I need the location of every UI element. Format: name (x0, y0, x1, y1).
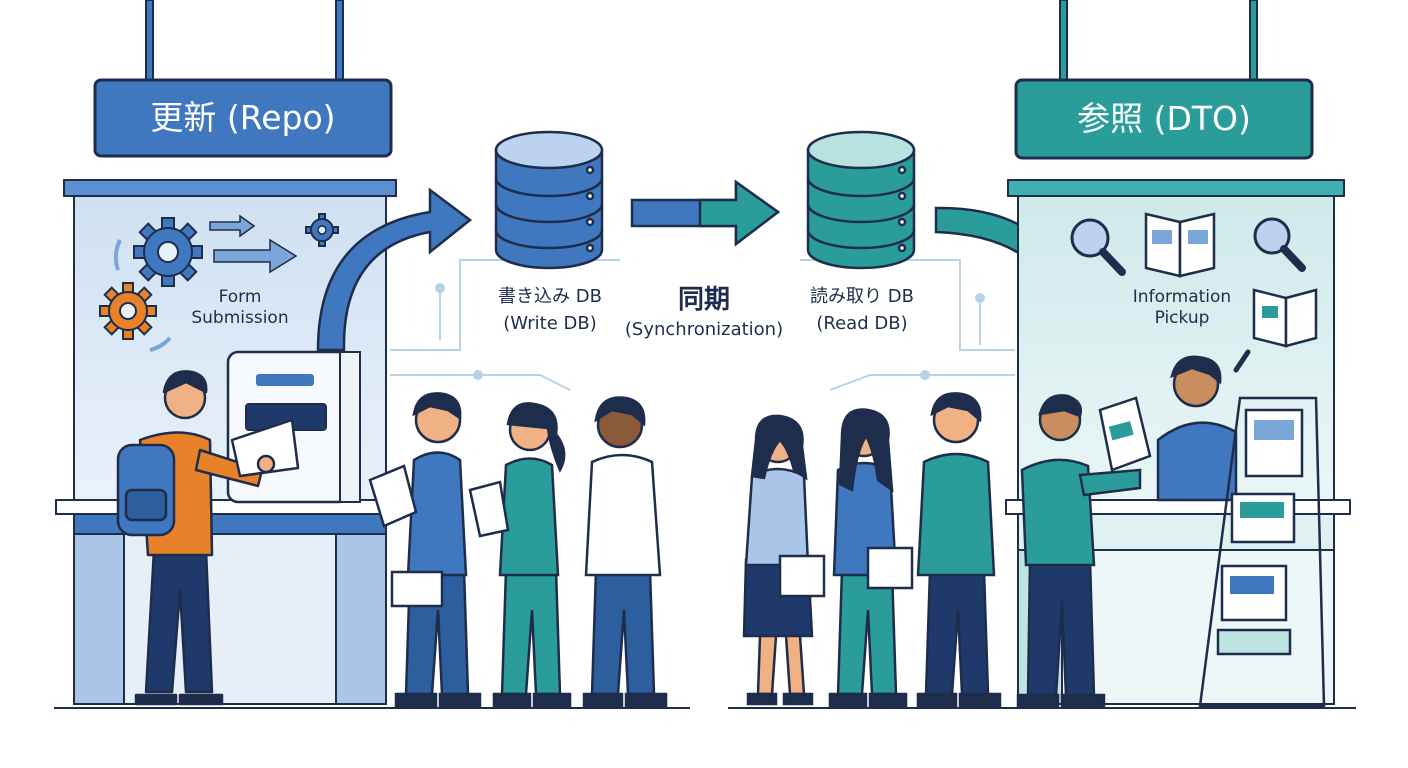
form-submission-line1: Form (218, 287, 262, 307)
brochure-rack (1198, 396, 1326, 708)
write-db-icon (494, 130, 604, 270)
form-submission-line2: Submission (191, 308, 289, 329)
sync-line1: 同期 (677, 285, 730, 315)
queue-person-5 (828, 408, 914, 708)
person-picking-up (1016, 394, 1152, 708)
read-db-line1: 読み取り DB (810, 286, 914, 307)
right-sign (1014, 0, 1314, 160)
information-pickup-line2: Pickup (1154, 308, 1210, 329)
person-submitting (116, 370, 300, 706)
cycle-arrow-icon (114, 239, 122, 271)
staff-person (1156, 355, 1238, 502)
information-pickup-line1: Information (1132, 287, 1232, 307)
queue-person-4 (742, 414, 826, 706)
curved-arrow-to-write-db (316, 187, 473, 352)
sync-line2: (Synchronization) (624, 318, 784, 340)
orange-gear-icon (99, 282, 157, 340)
flow-arrows-icon (209, 214, 298, 274)
sync-label: 同期 (Synchronization) (606, 284, 802, 341)
magnifier-icon (1070, 218, 1126, 276)
brochure-icon (1233, 288, 1318, 373)
read-db-icon (806, 130, 916, 270)
queue-person-3 (582, 396, 668, 708)
magnifier-icon-2 (1253, 217, 1306, 272)
queue-person-2 (468, 402, 572, 708)
small-gear-icon (305, 213, 339, 247)
dto-sign-label: 参照 (DTO) (1077, 99, 1251, 138)
left-sign (93, 0, 393, 158)
form-submission-label: Form Submission (180, 287, 300, 330)
sync-arrow-head (698, 179, 781, 247)
repo-sign-label: 更新 (Repo) (150, 98, 336, 137)
information-pickup-label: Information Pickup (1112, 287, 1252, 330)
write-db-line2: (Write DB) (503, 312, 597, 334)
queue-person-6 (916, 392, 1002, 708)
read-db-label: 読み取り DB (Read DB) (780, 286, 944, 335)
cycle-arrow-icon-2 (149, 336, 172, 352)
blue-gear-icon (133, 217, 203, 287)
write-db-line1: 書き込み DB (498, 286, 602, 307)
queue-person-1 (368, 392, 482, 708)
open-book-icon (1144, 212, 1216, 278)
write-db-label: 書き込み DB (Write DB) (468, 286, 632, 335)
read-db-line2: (Read DB) (816, 312, 908, 334)
